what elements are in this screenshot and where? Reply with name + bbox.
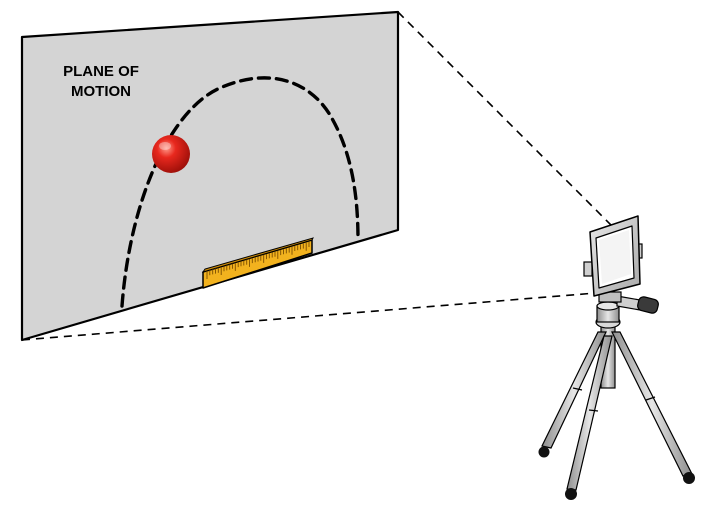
tablet-camera-icon — [583, 215, 643, 297]
tripod-icon — [538, 291, 695, 500]
trajectory-path — [120, 76, 360, 308]
field-of-view-lines — [21, 11, 615, 341]
red-ball-icon — [152, 135, 190, 173]
plane-of-motion — [20, 10, 400, 342]
ruler-icon — [201, 237, 314, 289]
plane-label-line2: MOTION — [71, 83, 131, 100]
upper-view-line — [397, 11, 615, 229]
plane-of-motion-label: PLANE OF MOTION — [46, 62, 156, 102]
plane-label-line1: PLANE OF — [63, 63, 139, 80]
